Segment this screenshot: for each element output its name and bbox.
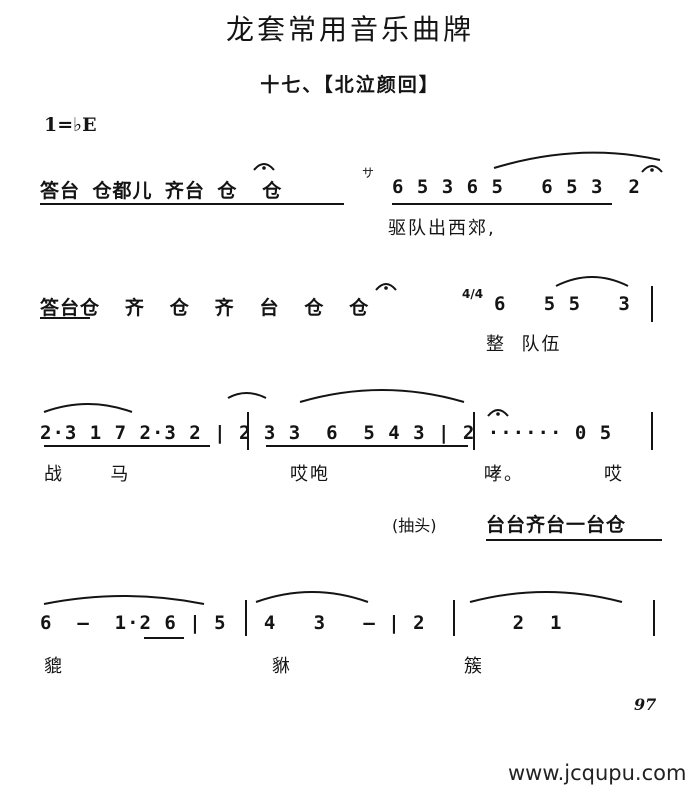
line5-slur-2: [255, 591, 369, 603]
line3-slur-1: [43, 403, 133, 413]
piece-subtitle: 十七、【北泣颜回】: [260, 74, 440, 96]
line4-label: (抽头): [392, 516, 437, 535]
line5-notes: 6 – 1·2 6 | 5 4 3 – | 2 2 1: [40, 612, 563, 634]
line2-notes: 6 5 5 3: [494, 293, 631, 315]
page-title: 龙套常用音乐曲牌: [225, 13, 474, 46]
line3-slur-2: [227, 392, 267, 399]
line3-slur-3: [299, 389, 465, 403]
line1-percussion: 答台 仓都儿 齐台 仓 仓: [40, 180, 283, 202]
key-signature: 1=♭E: [44, 114, 97, 136]
line5-lyric-c: 簇: [464, 656, 484, 677]
line5-slur-3: [469, 591, 623, 603]
line2-percussion: 答台仓 齐 仓 齐 台 仓 仓: [40, 297, 370, 319]
line3-fermata: [487, 409, 509, 417]
line3-notes: 2·3 1 7 2·3 2 | 2 3 3 6 5 4 3 | 2 ······…: [40, 422, 613, 444]
line5-slur-1: [43, 595, 205, 605]
line1-fermata-2: [641, 165, 663, 173]
line2-time-signature: 4/4: [462, 287, 484, 301]
line1-notes: 6 5 3 6 5 6 5 3 2: [392, 176, 641, 198]
line3-lyric-d: 哎: [604, 464, 624, 485]
line3-lyric-b: 哎咆: [290, 464, 330, 485]
line5-lyric-a: 貔: [44, 656, 64, 677]
line1-slur: [493, 151, 661, 169]
watermark-url: www.jcqupu.com: [508, 761, 687, 785]
line3-lyric-a: 战 马: [44, 464, 131, 485]
line1-lyric: 驱队出西郊,: [388, 218, 496, 239]
line3-lyric-c: 哮。: [484, 464, 524, 485]
line2-lyric: 整 队伍: [486, 334, 562, 355]
line5-lyric-b: 貅: [272, 656, 292, 677]
line2-fermata: [375, 283, 397, 291]
line4-percussion: 台台齐台一台仓: [486, 514, 627, 536]
line1-free-meter-sign: サ: [362, 166, 375, 180]
line1-fermata-1: [253, 163, 275, 171]
line2-slur: [555, 276, 629, 287]
page-number: 97: [634, 695, 657, 714]
